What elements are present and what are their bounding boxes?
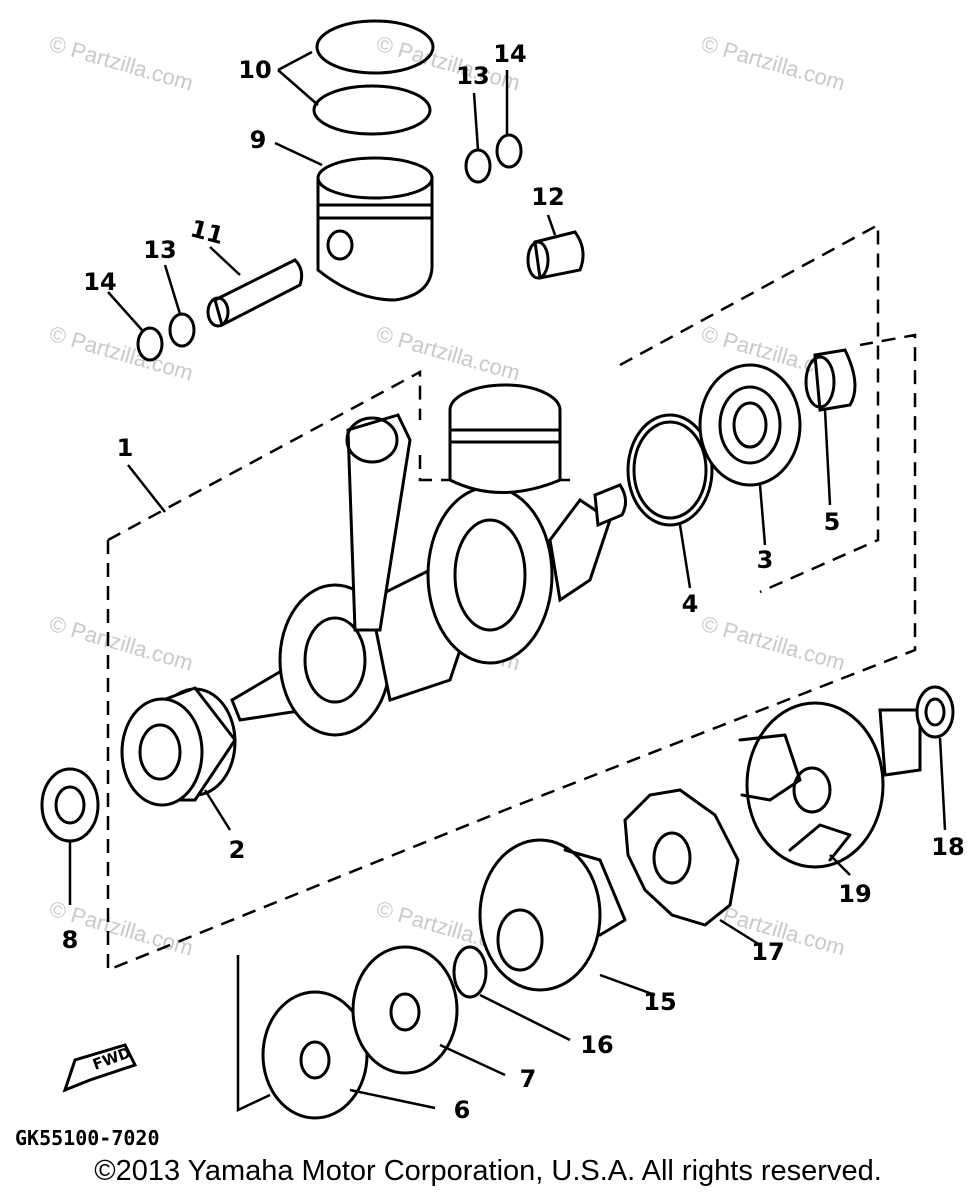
needle-bearing [526,214,585,280]
piston-pin [206,246,304,328]
crankshaft-assembly-boundary-top [107,369,422,542]
callout-11: 11 [187,214,227,250]
circlip-ring [626,413,714,589]
callout-4: 4 [682,590,699,618]
o-ring [452,945,571,1042]
watermark: © Partzilla.com [47,321,196,386]
callout-17: 17 [751,938,784,966]
fwd-arrow-icon: FWD [62,1043,138,1093]
drive-assembly-boundary [236,955,271,1112]
callout-14: 14 [83,268,116,296]
callout-7: 7 [520,1065,537,1093]
callout-19: 19 [838,880,871,908]
watermark: © Partzilla.com [699,31,848,96]
callout-18: 18 [931,833,964,861]
watermark: © Partzilla.com [374,321,523,386]
watermark: © Partzilla.com [47,31,196,96]
callouts: 1 2 3 4 5 6 7 8 9 10 11 12 13 13 14 14 1… [62,40,965,1124]
circlips [107,70,523,362]
main-bearing-left [120,686,237,831]
coupling-drive [478,838,656,997]
watermark: © Partzilla.com [47,611,196,676]
bearing-assembly-boundary [619,222,880,594]
oil-seal-left [40,767,100,905]
callout-13: 13 [143,236,176,264]
piston [274,141,434,302]
watermark: © Partzilla.com [699,611,848,676]
oil-seal-right [915,685,955,831]
coupling-driven [738,701,922,876]
callout-9: 9 [250,126,267,154]
diagram-code: GK55100-7020 [15,1126,160,1150]
rubber-damper [623,788,761,947]
crankshaft-assembly-boundary [106,333,917,972]
callout-3: 3 [757,546,774,574]
watermarks: © Partzilla.com © Partzilla.com © Partzi… [47,31,848,961]
callout-8: 8 [62,926,79,954]
plates [261,945,506,1120]
piston-rings [277,19,435,136]
callout-2: 2 [229,836,246,864]
main-bearing-right [698,363,802,546]
copyright-notice: ©2013 Yamaha Motor Corporation, U.S.A. A… [94,1155,882,1187]
callout-10: 10 [238,56,271,84]
crankshaft [127,383,627,737]
collar [804,348,857,506]
callout-15: 15 [643,988,676,1016]
callout-16: 16 [580,1031,613,1059]
callout-13: 13 [456,62,489,90]
callout-6: 6 [454,1096,471,1124]
callout-5: 5 [824,508,841,536]
callout-14: 14 [493,40,526,68]
callout-12: 12 [531,183,564,211]
callout-1: 1 [117,434,134,462]
